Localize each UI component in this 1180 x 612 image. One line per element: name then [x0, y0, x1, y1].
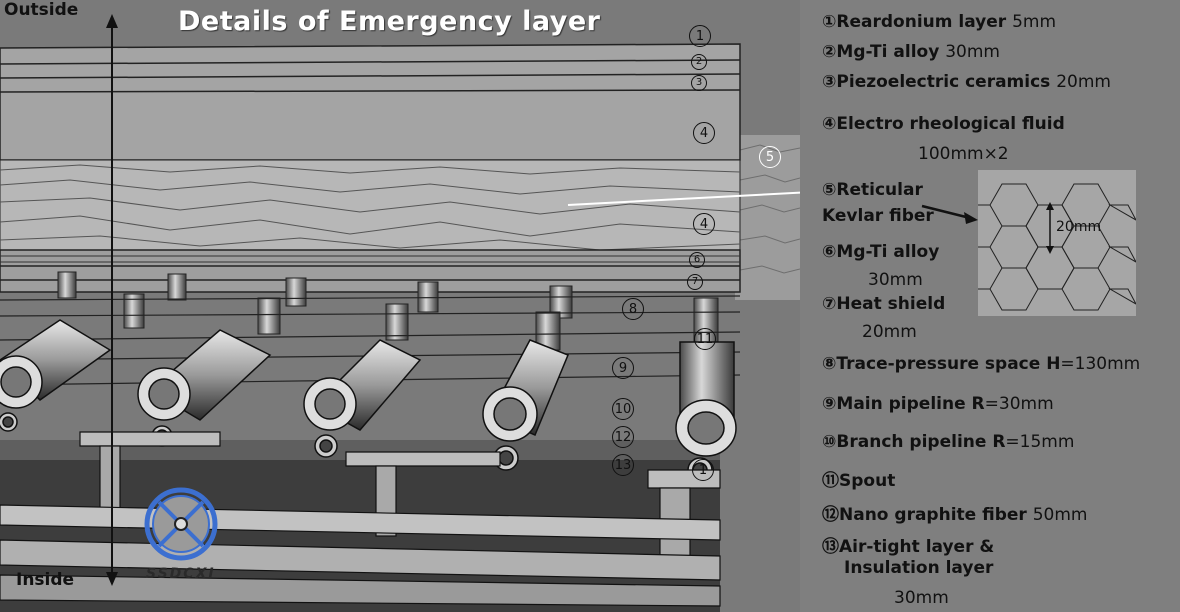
scene-tag-10: 10 [612, 398, 634, 420]
scene-tag-6: 6 [689, 252, 705, 268]
scene-tag-2: 2 [691, 54, 707, 70]
scene-tag-4-top: 4 [693, 122, 715, 144]
kevlar-hexagon-inset [978, 170, 1136, 316]
legend-item-8: ⑧Trace-pressure space H=130mm [822, 354, 1141, 374]
legend-item-9: ⑨Main pipeline R=30mm [822, 394, 1054, 414]
scene-tag-4-bottom: 4 [693, 213, 715, 235]
scene-tag-5: 5 [759, 146, 781, 168]
scene-tag-12: 12 [612, 426, 634, 448]
scene-tag-8: 8 [622, 298, 644, 320]
hex-spacing-label: 20mm [1056, 219, 1102, 235]
legend-item-1: ①Reardonium layer 5mm [822, 12, 1057, 32]
diagram-title: Details of Emergency layer [178, 6, 601, 37]
legend-item-11: ⑪Spout [822, 471, 896, 491]
legend-item-10: ⑩Branch pipeline R=15mm [822, 432, 1075, 452]
legend-item-4-value: 100mm×2 [918, 144, 1009, 164]
legend-item-3: ③Piezoelectric ceramics 20mm [822, 72, 1111, 92]
scene-tag-9: 9 [612, 357, 634, 379]
legend-item-7-value: 20mm [862, 322, 917, 342]
scene-tag-3: 3 [691, 75, 707, 91]
legend-item-13-value: 30mm [894, 588, 949, 608]
legend-item-13-line2: Insulation layer [844, 558, 994, 578]
logo-text: SSDCXI [146, 566, 216, 582]
legend-item-2: ②Mg-Ti alloy 30mm [822, 42, 1000, 62]
scene-tag-13: 13 [612, 454, 634, 476]
emergency-layer-illustration [0, 14, 800, 612]
outside-label: Outside [4, 0, 79, 20]
scene-tag-7: 7 [687, 274, 703, 290]
legend-item-5: ⑤Reticular [822, 180, 923, 200]
scene-tag-11: 11 [694, 328, 716, 350]
ssdcxi-logo-icon [144, 487, 218, 561]
legend-item-4: ④Electro rheological fluid [822, 114, 1065, 134]
legend-item-13: ⑬Air-tight layer & [822, 537, 995, 557]
inside-label: Inside [16, 570, 75, 590]
scene-tag-1-bottom: 1 [692, 459, 714, 481]
legend-item-6: ⑥Mg-Ti alloy [822, 242, 940, 262]
scene-tag-1: 1 [689, 25, 711, 47]
legend-item-7: ⑦Heat shield [822, 294, 946, 314]
legend-item-12: ⑫Nano graphite fiber 50mm [822, 505, 1088, 525]
legend-item-5-line2: Kevlar fiber [822, 206, 934, 226]
kevlar-pointer-arrow [921, 204, 978, 224]
legend-item-6-value: 30mm [868, 270, 923, 290]
